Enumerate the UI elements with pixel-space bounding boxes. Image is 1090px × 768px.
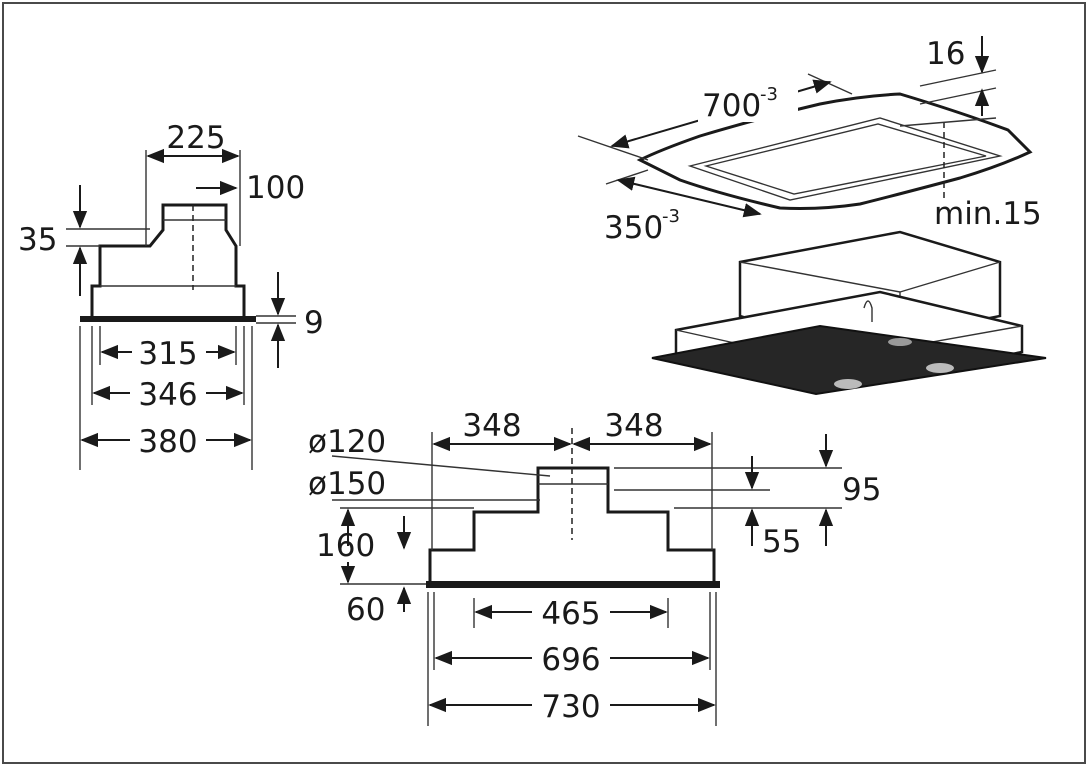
front-view-body (428, 466, 716, 586)
dim-tolerance-length: -3 (760, 84, 778, 105)
dim-label-base-height: 60 (346, 592, 385, 628)
ext-line (807, 73, 853, 95)
unit-edge (899, 261, 1001, 293)
dim-label-spigot-height: 95 (842, 472, 881, 508)
dim-label-dia-large: ø150 (308, 466, 386, 502)
label-backdrop (532, 594, 610, 630)
side-view: 225 100 35 9 315 346 380 (18, 120, 324, 470)
label-backdrop (130, 422, 206, 458)
dim-label-cutout-length: 700 (702, 88, 761, 124)
dim-label-mid-width: 346 (138, 377, 197, 413)
unit-grease-filter (651, 324, 1047, 396)
unit-handle (863, 300, 873, 322)
label-backdrop (132, 334, 206, 370)
label-backdrop (698, 84, 798, 122)
light-icon (926, 363, 954, 373)
dim-label-top-width: 225 (166, 120, 225, 156)
dim-label-mid-width: 696 (541, 642, 600, 678)
dim-label-cutout-width: 350 (604, 210, 663, 246)
dim-label-min-depth: min.15 (934, 196, 1042, 232)
front-view-flange (426, 581, 720, 588)
front-view: 348 348 ø120 ø150 95 55 160 60 46 (308, 408, 881, 726)
dim-label-dia-small: ø120 (308, 424, 386, 460)
dim-label-top-inset: 100 (246, 170, 305, 206)
dim-label-upper-step: 55 (762, 524, 801, 560)
dim-label-left-half: 348 (462, 408, 521, 444)
dim-label-outer-width: 730 (541, 689, 600, 725)
dim-label-body-height: 160 (316, 528, 375, 564)
unit-3d-view (651, 230, 1047, 396)
dim-tolerance-width: -3 (662, 206, 680, 227)
dim-label-board-thickness: 16 (926, 36, 965, 72)
label-backdrop (600, 206, 696, 244)
dim-label-step-height: 35 (18, 222, 57, 258)
dim-label-outer-width: 380 (138, 424, 197, 460)
ext-line (577, 135, 649, 161)
dim-line-350 (616, 176, 762, 218)
leader-line (331, 455, 551, 477)
dim-label-inner-width: 465 (541, 596, 600, 632)
light-icon (834, 379, 862, 389)
side-view-flange (80, 316, 256, 322)
dim-label-inner-width: 315 (138, 336, 197, 372)
label-backdrop (532, 687, 610, 723)
light-icon (888, 338, 912, 346)
dim-label-flange-height: 9 (304, 305, 324, 341)
side-view-body (90, 203, 246, 320)
label-backdrop (532, 640, 610, 676)
ext-line (919, 69, 997, 87)
ext-line (919, 87, 997, 105)
label-backdrop (130, 375, 206, 411)
ext-line (899, 117, 997, 127)
dim-label-right-half: 348 (604, 408, 663, 444)
cutout-view: 700 -3 350 -3 16 min.15 (577, 36, 1042, 246)
unit-edge (739, 261, 901, 293)
